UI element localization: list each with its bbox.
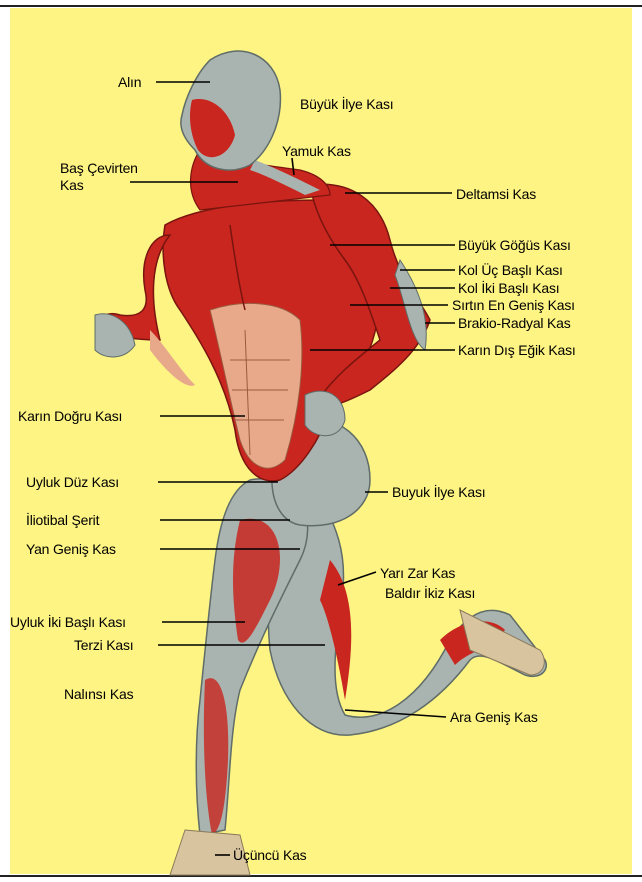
label-nalinsi: Nalınsı Kas	[64, 686, 133, 702]
label-terzi: Terzi Kası	[74, 637, 133, 653]
label-ara-genis: Ara Geniş Kas	[450, 709, 538, 725]
label-karin-dogru: Karın Doğru Kası	[18, 408, 122, 424]
label-bas-cevirten-2: Kas	[60, 177, 84, 193]
label-yamuk: Yamuk Kas	[282, 143, 351, 159]
label-bas-cevirten-1: Baş Çevirten	[60, 160, 138, 176]
label-ucuncu: Üçüncü Kas	[233, 847, 306, 863]
label-uyluk-iki: Uyluk İki Başlı Kası	[10, 614, 126, 630]
label-deltamsi: Deltamsi Kas	[456, 186, 536, 202]
label-iliotibal: İliotibal Şerit	[26, 512, 99, 528]
label-kol-uc: Kol Üç Başlı Kası	[458, 262, 563, 278]
label-baldir: Baldır İkiz Kası	[385, 585, 475, 601]
label-buyuk-ilye-bottom: Buyuk İlye Kası	[392, 484, 486, 500]
label-brakio: Brakio-Radyal Kas	[458, 315, 571, 331]
label-kol-iki: Kol İki Başlı Kası	[458, 280, 559, 296]
label-alin: Alın	[118, 74, 141, 90]
label-sirtin: Sırtın En Geniş Kası	[452, 297, 575, 313]
label-buyuk-ilye-top: Büyük İlye Kası	[300, 96, 394, 112]
label-karin-dis: Karın Dış Eğik Kası	[458, 342, 576, 358]
label-yari-zar: Yarı Zar Kas	[380, 565, 455, 581]
label-uyluk-duz: Uyluk Düz Kası	[26, 474, 119, 490]
label-buyuk-gogus: Büyük Göğüs Kası	[458, 237, 571, 253]
label-yan-genis: Yan Geniş Kas	[26, 541, 116, 557]
